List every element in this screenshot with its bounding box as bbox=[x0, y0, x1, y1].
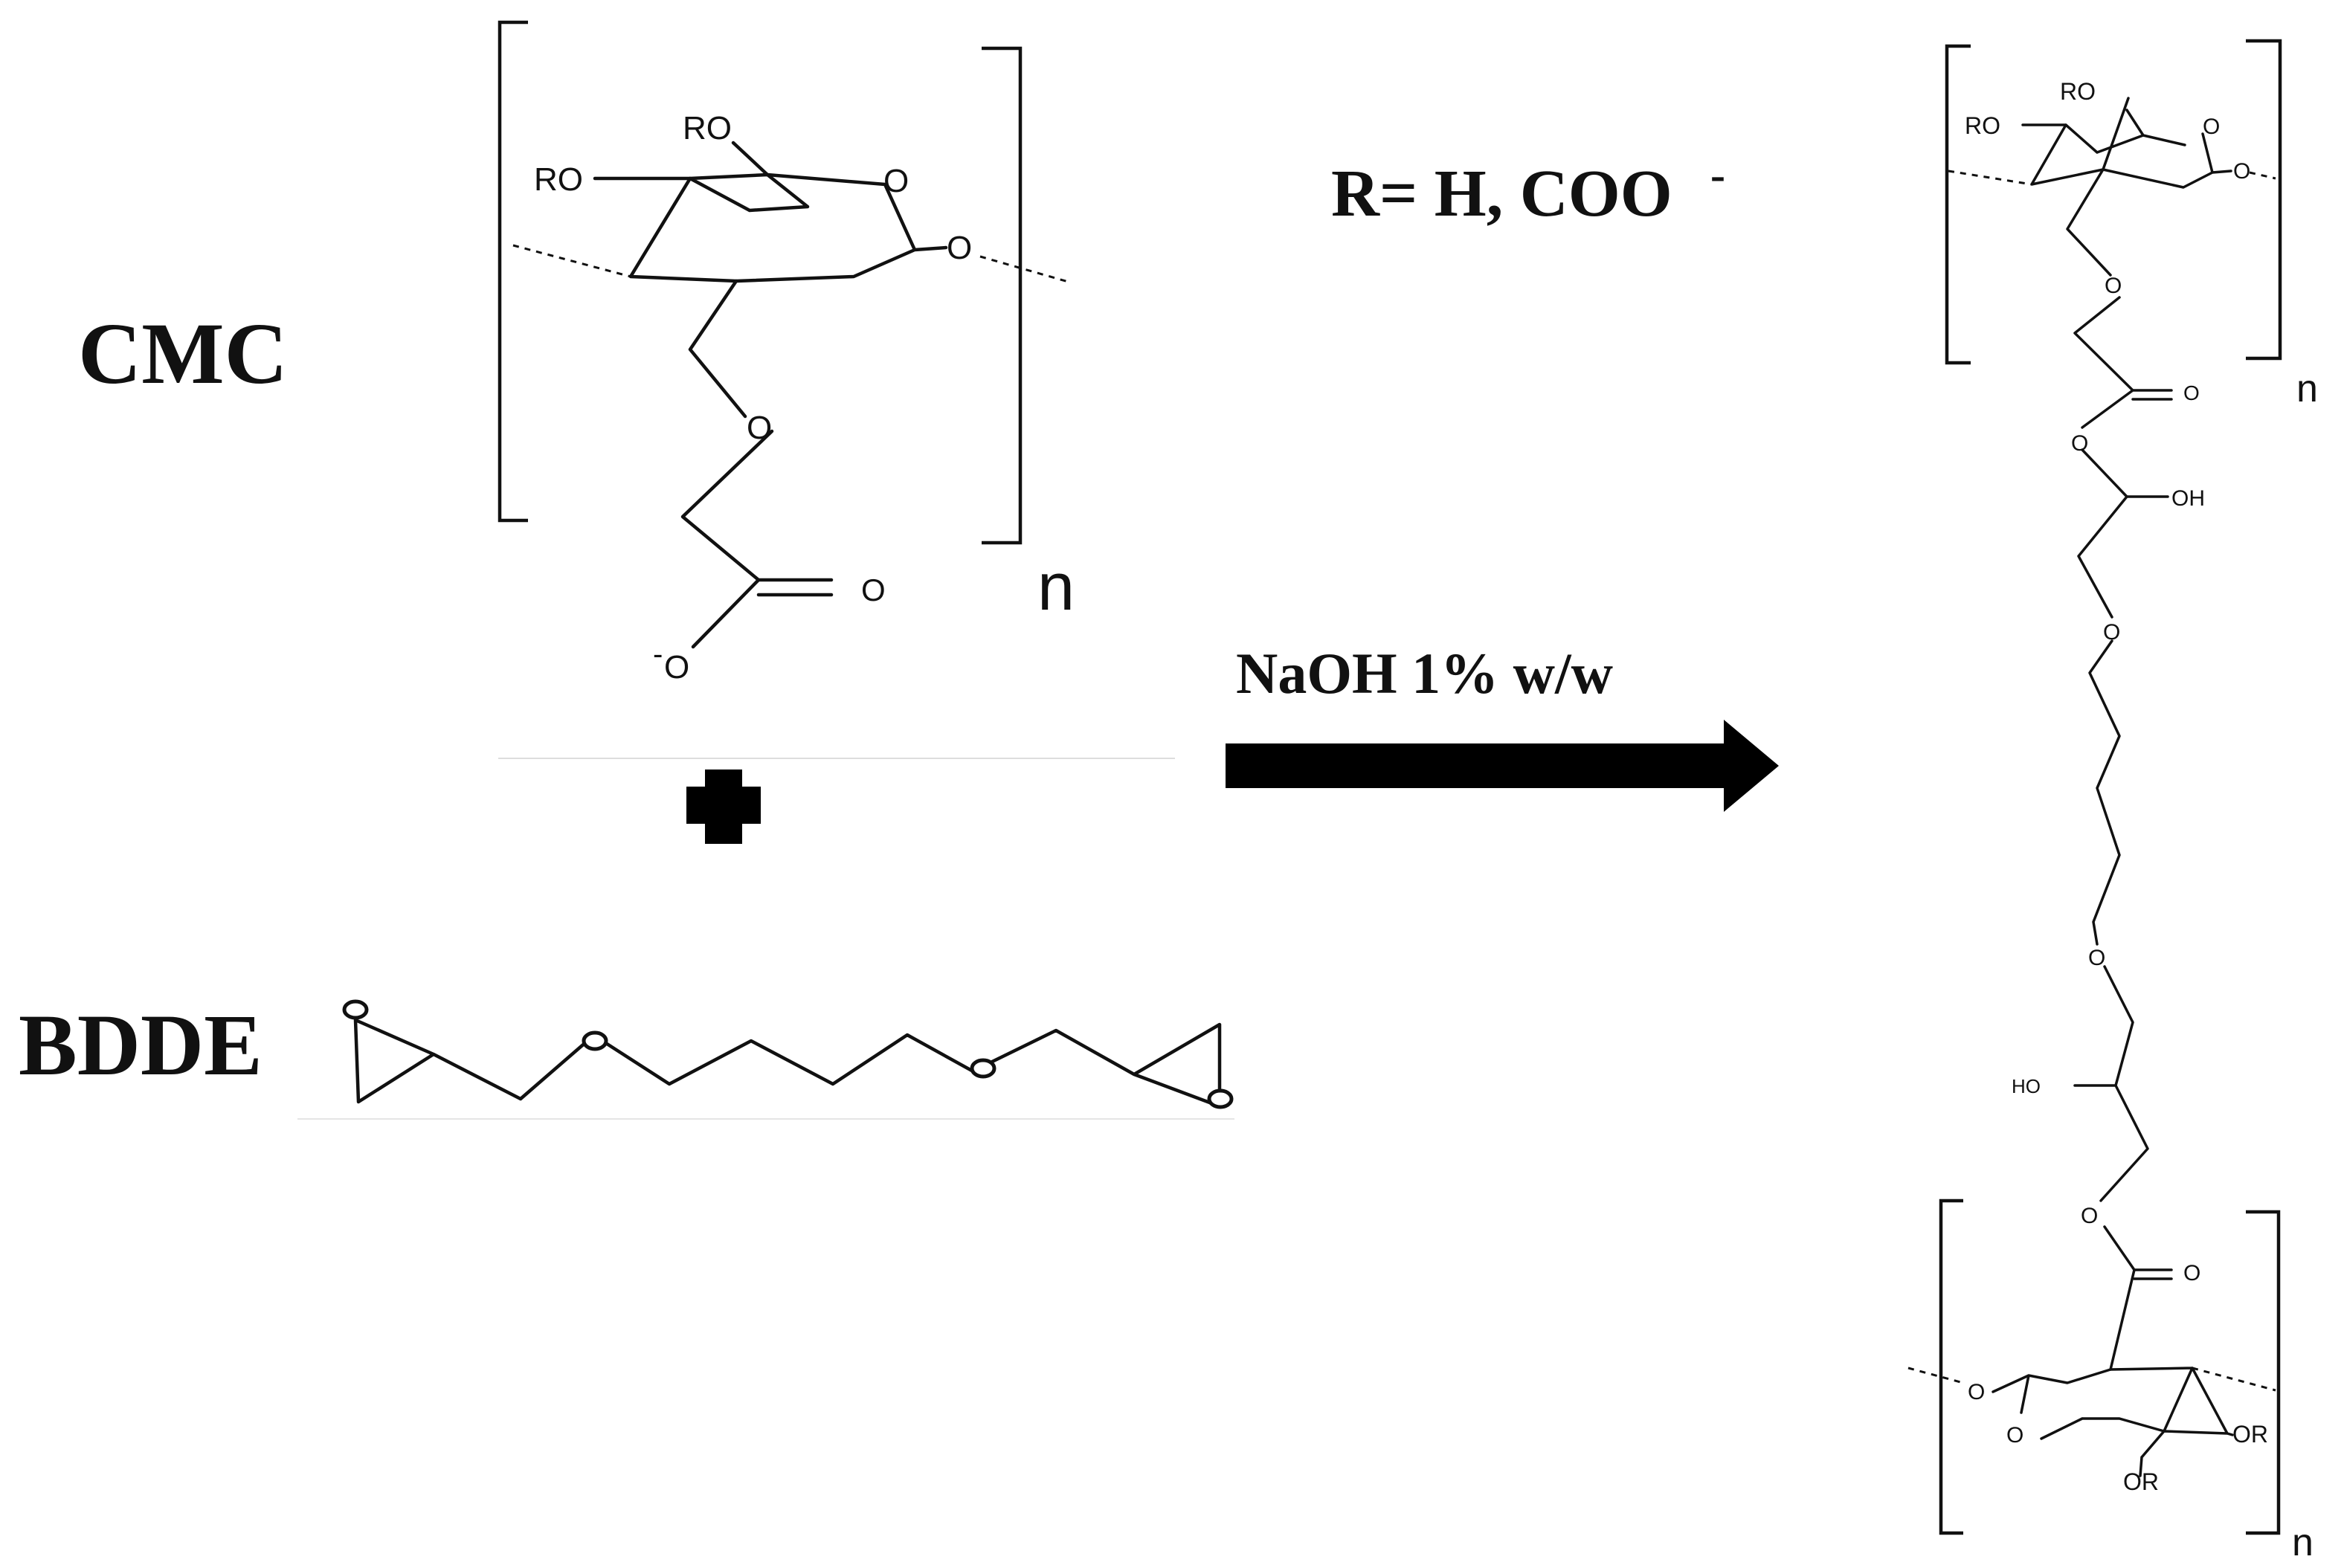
cmc-carbonyl-oxygen: O bbox=[861, 572, 886, 607]
bdde-label: BDDE bbox=[19, 996, 263, 1094]
product-hydroxyl-bottom: HO bbox=[2012, 1075, 2041, 1097]
r-definition-charge: - bbox=[1710, 150, 1725, 199]
product-bottom-or-2: OR bbox=[2123, 1468, 2159, 1495]
product-bottom-side-chain bbox=[2103, 1225, 2173, 1371]
cmc-ether-oxygen: O bbox=[747, 410, 772, 446]
product-ester-oxygen-bottom: O bbox=[2081, 1204, 2098, 1228]
arrow-shape bbox=[1226, 720, 1779, 812]
product-top-ether-oxygen: O bbox=[2105, 274, 2122, 298]
product-top-ro-1: RO bbox=[1965, 112, 2000, 139]
cmc-left-bracket bbox=[498, 20, 528, 523]
product-top-left-bracket bbox=[1945, 44, 1971, 365]
cmc-right-bracket bbox=[982, 46, 1023, 545]
cmc-ro-group-1: RO bbox=[534, 161, 583, 198]
product-top-ring-oxygen: O bbox=[2203, 114, 2220, 139]
bdde-ether-oxygen-right bbox=[970, 1058, 996, 1079]
bdde-structure: BDDE bbox=[19, 996, 1234, 1120]
product-top-chain-left bbox=[1948, 170, 2032, 186]
product-top-carbonyl-oxygen: O bbox=[2183, 381, 2200, 404]
product-bottom-or-1: OR bbox=[2232, 1421, 2268, 1448]
product-bottom-chain-left bbox=[1907, 1367, 1964, 1384]
cmc-label: CMC bbox=[78, 305, 288, 402]
product-top-right-bracket bbox=[2246, 39, 2282, 361]
product-bottom-chain-right bbox=[2192, 1367, 2276, 1392]
bdde-ether-oxygen-left bbox=[582, 1030, 608, 1051]
plus-sign bbox=[686, 770, 761, 844]
cmc-ro-bonds bbox=[593, 141, 770, 181]
cmc-chain-right bbox=[979, 255, 1072, 284]
cmc-structure: CMC n O O RO RO O O - O bbox=[78, 20, 1075, 685]
cmc-linkage-oxygen: O bbox=[947, 230, 972, 266]
reaction-condition: NaOH 1% w/w bbox=[1236, 641, 1613, 706]
product-bottom-ring-bonds bbox=[1992, 1367, 2234, 1477]
product-linker-chain bbox=[2073, 448, 2169, 1202]
product-ether-oxygen-top: O bbox=[2103, 620, 2120, 645]
product-top-side-chain bbox=[2066, 168, 2173, 429]
r-definition-text: R= H, COO bbox=[1331, 157, 1672, 230]
product-bottom-right-bracket bbox=[2246, 1210, 2281, 1535]
r-definition: R= H, COO - bbox=[1331, 150, 1725, 230]
product-top-ring-bonds bbox=[2021, 97, 2232, 189]
product-bottom-carbonyl-oxygen: O bbox=[2183, 1261, 2200, 1285]
product-ester-oxygen-top: O bbox=[2071, 431, 2088, 456]
product-top-repeat-n: n bbox=[2296, 367, 2318, 410]
product-top-linkage-oxygen: O bbox=[2233, 159, 2250, 184]
bdde-epoxide-oxygen-right bbox=[1207, 1088, 1234, 1109]
product-bottom-repeat-n: n bbox=[2292, 1521, 2314, 1564]
cmc-side-chain bbox=[680, 279, 834, 649]
cmc-repeat-n: n bbox=[1037, 550, 1075, 625]
product-hydroxyl-top: OH bbox=[2171, 486, 2205, 511]
product-bottom-linkage-oxygen: O bbox=[1968, 1380, 1985, 1404]
bdde-chain bbox=[353, 1018, 1222, 1109]
cmc-carboxylate-oxygen: O bbox=[664, 649, 689, 685]
product-top-chain-right bbox=[2249, 171, 2276, 180]
reaction-arrow: NaOH 1% w/w bbox=[1226, 641, 1779, 812]
cmc-ring-oxygen: O bbox=[883, 163, 909, 199]
product-bottom-ring-oxygen: O bbox=[2006, 1423, 2023, 1448]
product-ether-oxygen-bottom: O bbox=[2088, 946, 2105, 970]
bdde-epoxide-oxygen-left bbox=[342, 999, 369, 1020]
product-bottom-left-bracket bbox=[1939, 1198, 1963, 1535]
cmc-carboxylate-charge: - bbox=[653, 638, 663, 671]
product-structure: n RO RO O O O O O OH O O HO O n O O O OR… bbox=[1907, 39, 2318, 1564]
cmc-ro-group-2: RO bbox=[683, 110, 732, 146]
cmc-chain-left bbox=[512, 244, 631, 278]
product-top-ro-2: RO bbox=[2060, 78, 2096, 105]
